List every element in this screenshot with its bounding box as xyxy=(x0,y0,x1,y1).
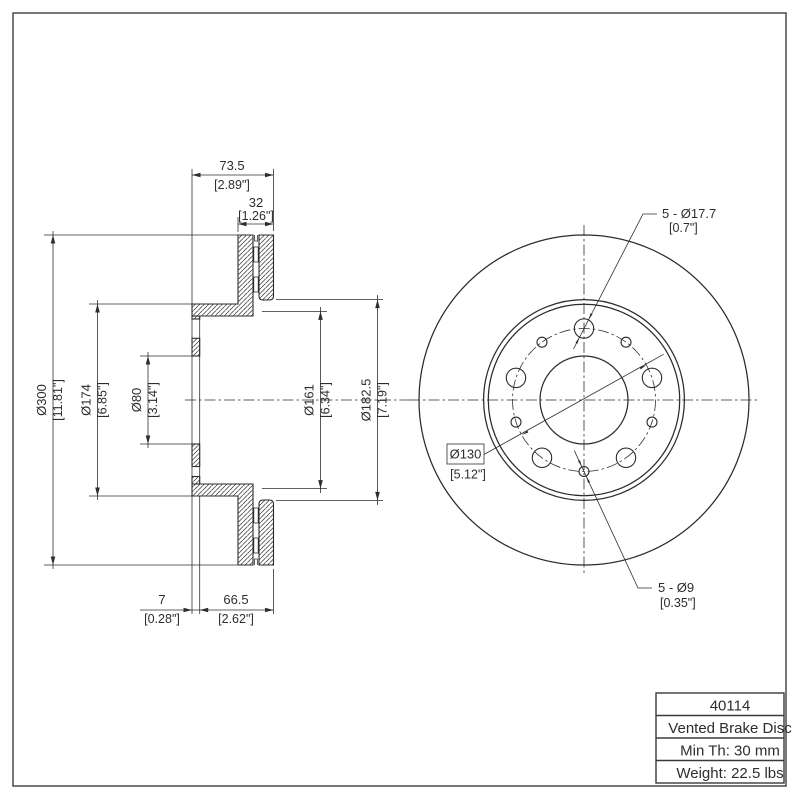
dim-hat-wall-in: [0.28"] xyxy=(144,612,180,626)
front-view: 5 - Ø17.7 [0.7"] Ø130 [5.12"] 5 - Ø9 [0.… xyxy=(409,206,759,610)
dim-friction-inner-dia-in: [7.19"] xyxy=(376,382,390,418)
callout-bolt-holes-inch: [0.7"] xyxy=(669,221,698,235)
part-description: Vented Brake Disc xyxy=(668,720,792,737)
dim-disc-thickness-in: [1.26"] xyxy=(238,209,274,223)
bolt-circle-callout: Ø130 [5.12"] xyxy=(446,353,664,482)
bolt-holes-callout: 5 - Ø17.7 [0.7"] xyxy=(573,206,716,350)
dim-friction-inner-dia-mm: Ø182.5 xyxy=(359,379,374,422)
callout-bolt-holes-label: 5 - Ø17.7 xyxy=(662,206,716,221)
page-border xyxy=(12,12,787,787)
air-holes-callout: 5 - Ø9 [0.35"] xyxy=(573,450,696,610)
section-view: 73.5 [2.89"] 32 [1.26"] Ø300 [11.81"] Ø1… xyxy=(34,158,410,626)
disc-cross-section xyxy=(191,234,275,566)
bolt-circle-box xyxy=(446,443,485,465)
callout-bolt-circle-inch: [5.12"] xyxy=(450,468,486,482)
vent-vanes xyxy=(253,235,259,565)
dim-hat-depth-in: [2.62"] xyxy=(218,612,254,626)
part-number: 40114 xyxy=(710,698,751,715)
extension-lines xyxy=(44,169,383,614)
dim-hat-dia-mm: Ø174 xyxy=(79,384,94,416)
dim-total-width-mm: 73.5 xyxy=(219,158,244,173)
dim-disc-thickness-mm: 32 xyxy=(249,195,263,210)
dim-hat-dia-in: [6.85"] xyxy=(96,382,110,418)
callout-bolt-circle-label: Ø130 xyxy=(450,447,482,462)
dim-outer-dia-in: [11.81"] xyxy=(51,379,65,421)
dim-vent-inner-dia-in: [6.34"] xyxy=(319,382,333,418)
dim-hat-depth-mm: 66.5 xyxy=(223,592,248,607)
dim-vent-inner-dia-mm: Ø161 xyxy=(302,384,317,416)
title-block: 40114 Vented Brake Disc Min Th: 30 mm We… xyxy=(655,692,792,784)
dimension-arrows xyxy=(50,172,380,613)
dim-bore-dia-in: [3.14"] xyxy=(146,382,160,418)
dim-hat-wall-mm: 7 xyxy=(158,592,165,607)
weight: Weight: 22.5 lbs xyxy=(676,765,783,782)
dim-outer-dia-mm: Ø300 xyxy=(34,384,49,416)
callout-air-holes-label: 5 - Ø9 xyxy=(658,580,694,595)
dim-bore-dia-mm: Ø80 xyxy=(129,388,144,413)
min-thickness: Min Th: 30 mm xyxy=(680,743,780,760)
callout-air-holes-inch: [0.35"] xyxy=(660,596,696,610)
dim-total-width-in: [2.89"] xyxy=(214,178,250,192)
